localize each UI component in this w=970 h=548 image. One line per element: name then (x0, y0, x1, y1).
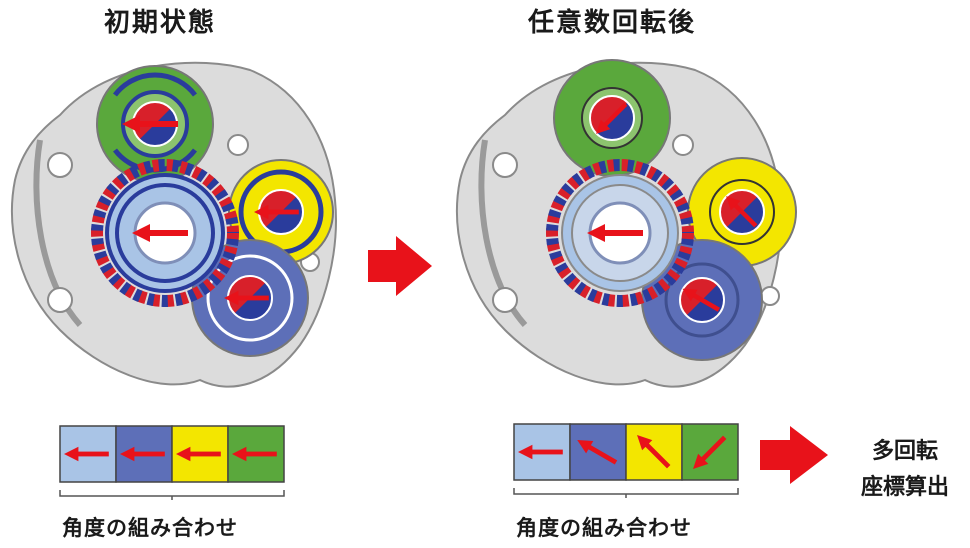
right-mechanism (456, 59, 797, 388)
left-angle-bar (59, 425, 285, 500)
output-arrow (760, 426, 828, 484)
left-gear-yellow (228, 159, 334, 265)
output-line-2: 座標算出 (860, 475, 949, 500)
left-gear-main (91, 159, 239, 307)
left-title: 初期状態 (104, 8, 217, 38)
output-line-1: 多回転 (871, 439, 938, 464)
right-gear-green (553, 59, 671, 177)
right-gear-main (546, 159, 694, 307)
right-title: 任意数回転後 (528, 8, 697, 38)
left-caption: 角度の組み合わせ (62, 516, 238, 540)
left-mechanism (11, 61, 337, 388)
output-label: 多回転 座標算出 (852, 434, 958, 506)
right-angle-bar (513, 423, 739, 498)
left-gear-green (96, 65, 214, 183)
transition-arrow (368, 236, 432, 296)
right-caption: 角度の組み合わせ (516, 516, 692, 540)
